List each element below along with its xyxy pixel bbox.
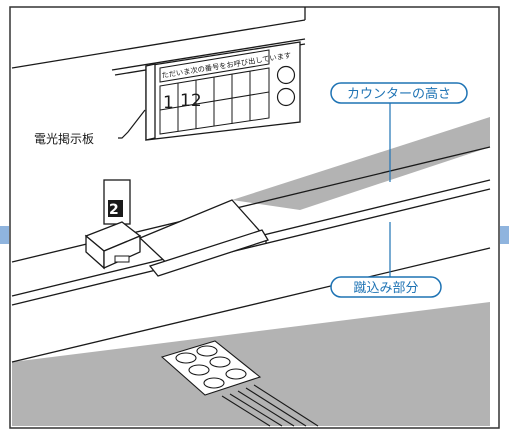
board-lamp-bottom xyxy=(276,87,296,107)
tactile-paving xyxy=(160,340,319,427)
display-board: ただいま次の番号をお呼び出しています 1 12 xyxy=(145,41,301,141)
ticket-number: 2 xyxy=(109,202,119,218)
kick-space-callout: 蹴込み部分 xyxy=(330,276,442,298)
counter-tray xyxy=(138,199,269,277)
counter-height-label: カウンターの高さ xyxy=(347,86,451,102)
counter-top-band xyxy=(232,117,490,210)
board-grid xyxy=(159,67,270,135)
kick-space-label: 蹴込み部分 xyxy=(353,281,418,296)
left-side-tab xyxy=(0,226,9,244)
board-number-1: 1 xyxy=(163,93,174,113)
display-board-leader xyxy=(118,109,146,139)
ticket-machine: 2 xyxy=(84,179,142,270)
board-number-2: 12 xyxy=(180,91,202,111)
display-board-label: 電光掲示板 xyxy=(34,131,94,146)
floor-area xyxy=(12,302,490,426)
counter-height-callout: カウンターの高さ xyxy=(330,82,468,104)
board-lamp-top xyxy=(276,65,296,85)
right-side-tab xyxy=(500,226,509,244)
